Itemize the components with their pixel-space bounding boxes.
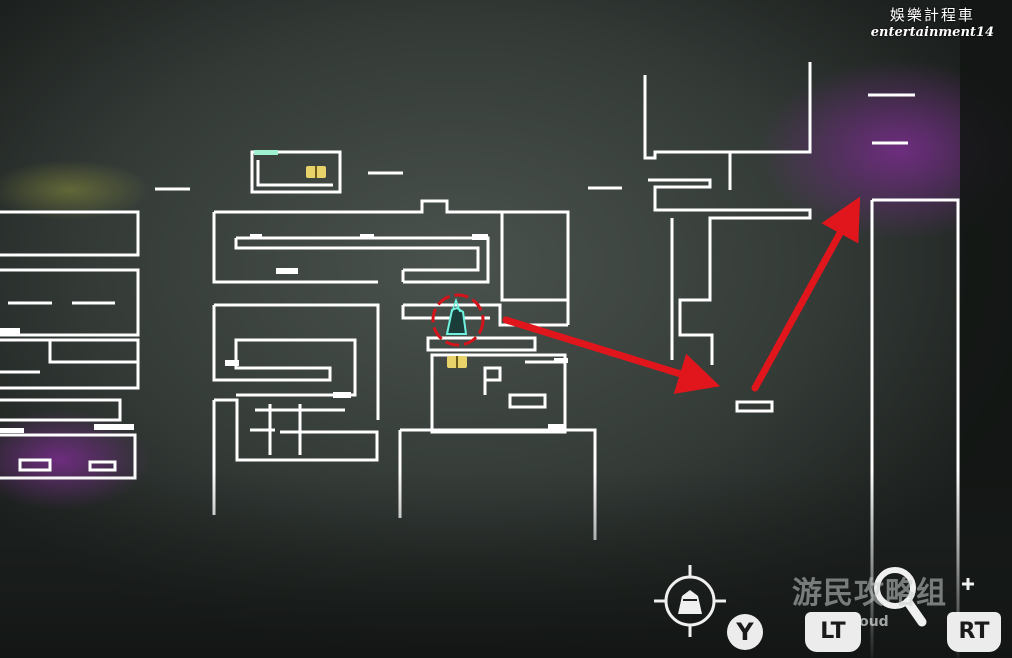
watermark-bottom: 游民攻略组 Ywoud: [792, 568, 947, 630]
watermark-top-en: entertainment14: [870, 25, 994, 40]
rt-button-prompt[interactable]: RT: [947, 612, 1001, 652]
purple-glow-right: [760, 60, 1012, 240]
yellow-glow: [0, 160, 150, 220]
treasure-chest-icon[interactable]: [306, 166, 326, 178]
watermark-bottom-cn: 游民攻略组: [792, 576, 947, 611]
watermark-top: 娛樂計程車 entertainment14: [871, 4, 994, 40]
watermark-top-cn: 娛樂計程車: [889, 6, 975, 24]
save-point-marker: [254, 150, 278, 155]
lt-button-prompt[interactable]: LT: [805, 612, 861, 652]
y-button-prompt[interactable]: Y: [727, 614, 763, 650]
crosshair-ninja-icon[interactable]: [654, 565, 726, 637]
highlight-circle: [431, 293, 485, 347]
map-ledges: [0, 234, 568, 433]
player-marker-icon: [445, 297, 468, 335]
magnifier-zoom-icon[interactable]: [874, 567, 974, 627]
guide-arrows: [502, 196, 861, 394]
treasure-chest-icon[interactable]: [447, 356, 467, 368]
